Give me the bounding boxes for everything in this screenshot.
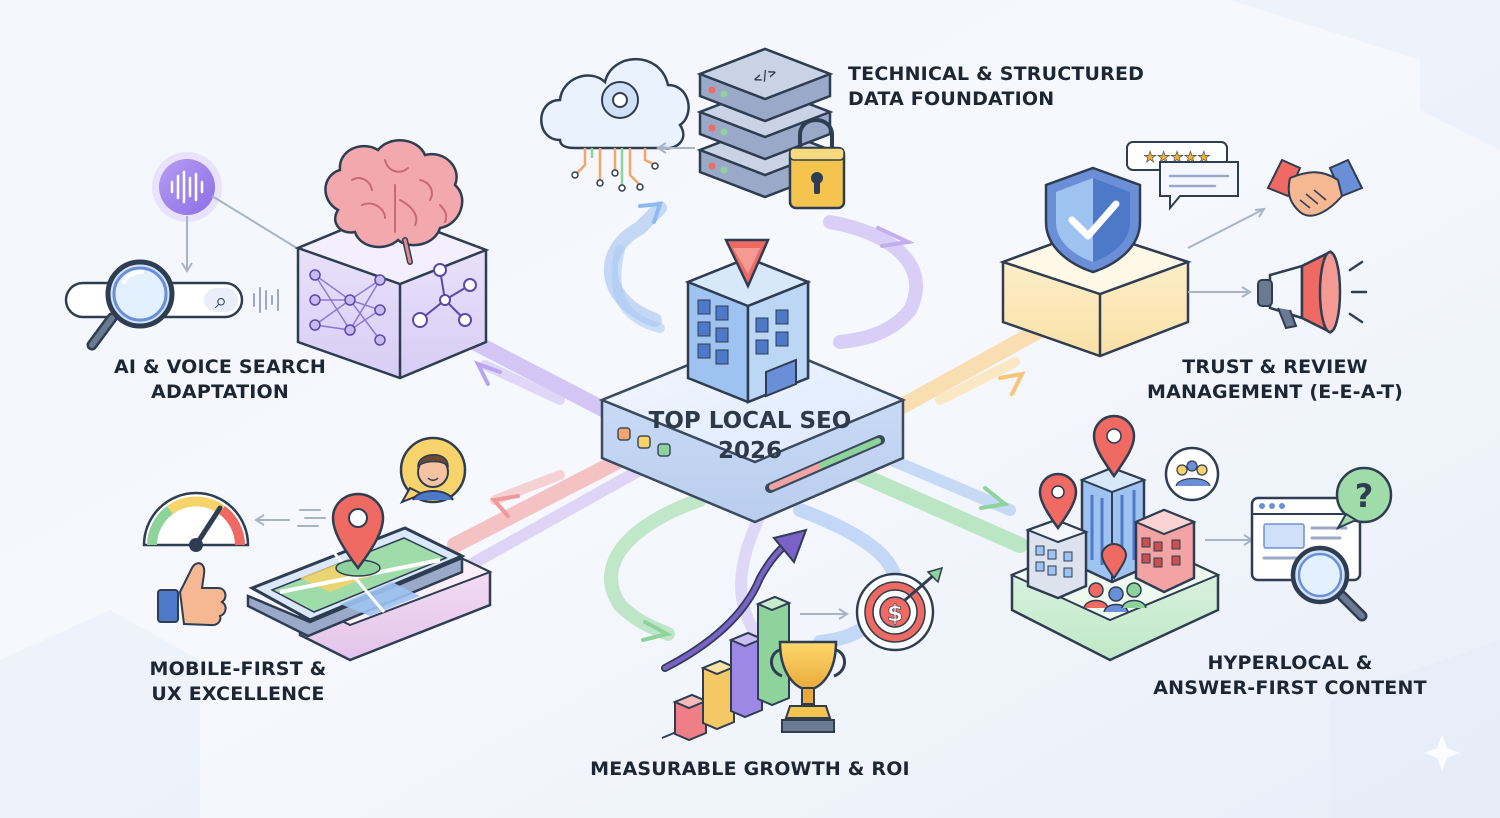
- shield-check-icon: [1044, 166, 1142, 274]
- label-ai-voice: AI & VOICE SEARCH ADAPTATION: [100, 355, 340, 405]
- hub-title: TOP LOCAL SEO 2026: [600, 406, 900, 466]
- hub-platform: [598, 336, 907, 524]
- label-technical-line2: DATA FOUNDATION: [848, 88, 1055, 110]
- label-trust: TRUST & REVIEW MANAGEMENT (E-E-A-T): [1120, 355, 1430, 405]
- hub-status-light: [617, 427, 631, 441]
- stream-to-mobile: [447, 447, 638, 553]
- map-pin-icon: [1038, 472, 1078, 531]
- building-icon: [684, 238, 812, 404]
- community-bubble-icon: [1164, 446, 1220, 502]
- stream-to-technical: [603, 201, 667, 327]
- label-mobile-line2: UX EXCELLENCE: [151, 683, 325, 705]
- magnifier-icon: [1290, 545, 1368, 622]
- hub-status-light: [657, 443, 671, 457]
- label-trust-line2: MANAGEMENT (E-E-A-T): [1146, 381, 1403, 403]
- sparkle-icon: [1424, 735, 1460, 771]
- label-hyperlocal: HYPERLOCAL & ANSWER-FIRST CONTENT: [1140, 651, 1440, 701]
- voice-wave-icon: [152, 152, 222, 222]
- stream-to-trust: [887, 322, 1048, 418]
- map-pin-icon: [331, 492, 385, 577]
- thumbs-up-icon: [157, 562, 227, 627]
- label-mobile-line1: MOBILE-FIRST &: [149, 658, 327, 680]
- trophy-icon: [770, 640, 846, 733]
- label-ai-voice-line1: AI & VOICE SEARCH: [114, 356, 326, 378]
- community-icon: [1083, 542, 1147, 613]
- data-streams: [447, 201, 1048, 649]
- question-mark: ?: [1355, 477, 1374, 515]
- label-hyperlocal-line2: ANSWER-FIRST CONTENT: [1153, 677, 1427, 699]
- brain-icon: [324, 139, 464, 265]
- user-avatar-icon: [399, 436, 467, 504]
- padlock-icon: [788, 118, 846, 210]
- connector-line: [211, 195, 301, 251]
- megaphone-icon: [1257, 249, 1368, 335]
- label-growth: MEASURABLE GROWTH & ROI: [580, 757, 920, 782]
- map-pin-icon: [1092, 414, 1136, 479]
- stream-arrowhead: [638, 201, 663, 224]
- label-ai-voice-line2: ADAPTATION: [151, 381, 289, 403]
- label-hyperlocal-line1: HYPERLOCAL &: [1207, 652, 1373, 674]
- bar-chart-icon: [661, 595, 792, 742]
- stream-from-technical: [823, 215, 923, 349]
- server-stack-icon: </>: [696, 47, 834, 199]
- stream-to-ai-voice: [462, 332, 613, 418]
- speedometer-icon: [142, 491, 250, 552]
- connector-line: [1187, 209, 1263, 249]
- question-bubble-icon: ?: [1335, 466, 1393, 531]
- stream-to-hyperlocal: [842, 462, 1028, 553]
- motion-lines: [297, 509, 326, 527]
- label-mobile: MOBILE-FIRST & UX EXCELLENCE: [118, 657, 358, 707]
- hub-title-line1: TOP LOCAL SEO: [648, 408, 852, 434]
- magnifier-icon: [86, 259, 175, 351]
- label-technical-line1: TECHNICAL & STRUCTURED: [848, 63, 1145, 85]
- review-bubble-icon: ★★★★★: [1126, 141, 1239, 211]
- hub-status-light: [637, 435, 651, 449]
- handshake-icon: [1266, 158, 1364, 217]
- dollar-sign: $: [887, 601, 903, 627]
- search-glyph: ⌕: [215, 289, 227, 314]
- hub-title-line2: 2026: [717, 438, 782, 464]
- label-trust-line1: TRUST & REVIEW: [1182, 356, 1368, 378]
- label-technical: TECHNICAL & STRUCTURED DATA FOUNDATION: [848, 62, 1144, 112]
- label-growth-line1: MEASURABLE GROWTH & ROI: [590, 758, 910, 780]
- target-dollar-icon: $: [855, 566, 944, 652]
- growth-arrow-icon: [661, 528, 808, 672]
